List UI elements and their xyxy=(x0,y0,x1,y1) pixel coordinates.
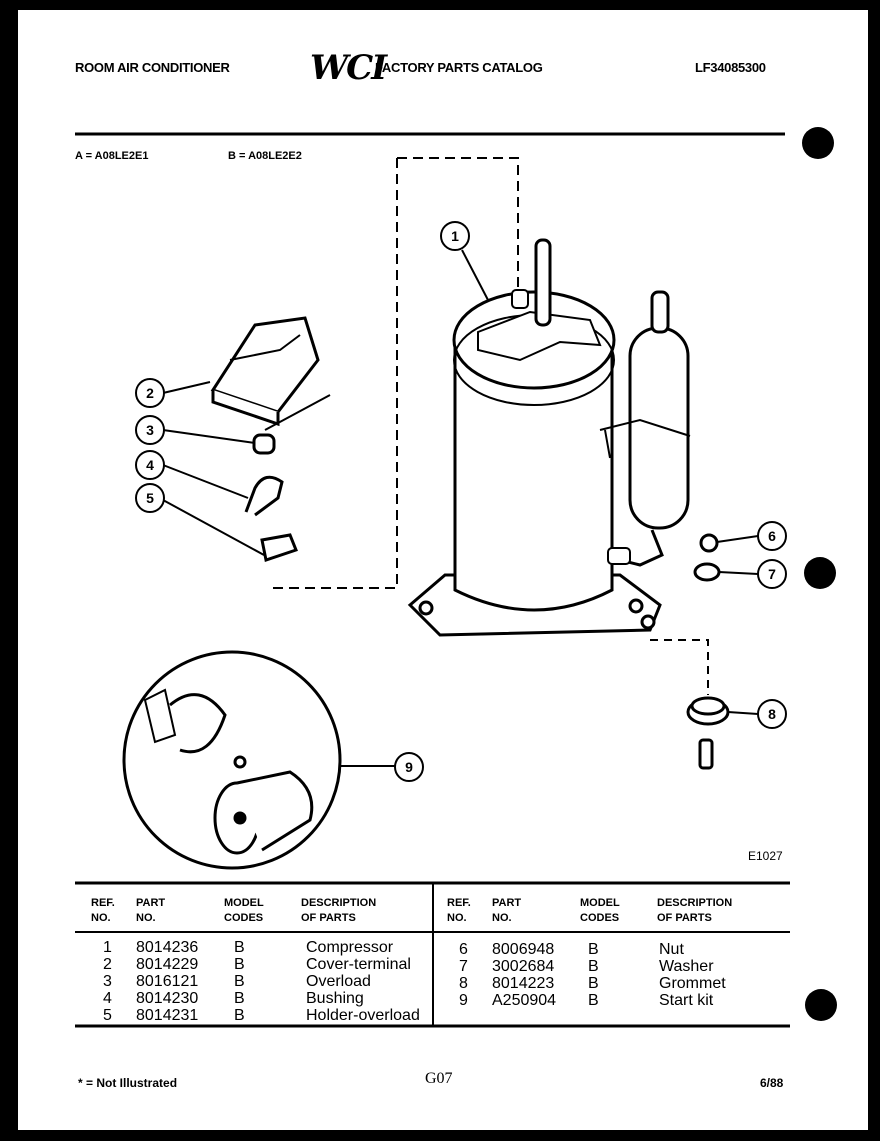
model-cell: B xyxy=(234,973,245,990)
header-model-right: MODEL CODES xyxy=(580,897,620,924)
ref-cell: 6 xyxy=(459,941,468,958)
nut-drawing xyxy=(699,533,719,553)
wci-logo: WCI xyxy=(310,48,387,88)
ref-cell: 1 xyxy=(103,939,112,956)
terminal-cover-drawing xyxy=(210,316,320,427)
callout-circles xyxy=(135,221,787,782)
desc-cell: Start kit xyxy=(659,992,714,1009)
holder-overload-drawing xyxy=(260,533,298,562)
ref-cell: 3 xyxy=(103,973,112,990)
header-part-left: PART NO. xyxy=(136,897,166,924)
part-cell: 8014229 xyxy=(136,956,199,973)
drawing-code: E1027 xyxy=(748,849,783,863)
callout-1: 1 xyxy=(451,228,459,244)
ref-cell: 5 xyxy=(103,1007,112,1024)
model-cell: B xyxy=(588,992,599,1009)
header-part-right: PART NO. xyxy=(492,897,522,924)
desc-cell: Bushing xyxy=(306,990,364,1007)
part-cell: 8006948 xyxy=(492,941,555,958)
desc-cell: Holder-overload xyxy=(306,1007,420,1024)
ref-cell: 4 xyxy=(103,990,112,1007)
desc-cell: Grommet xyxy=(659,975,726,992)
model-cell: B xyxy=(588,975,599,992)
header-desc-right: DESCRIPTION OF PARTS xyxy=(657,897,733,924)
overload-wire xyxy=(264,394,331,431)
header-catalog-number: LF34085300 xyxy=(695,60,766,75)
desc-cell: Overload xyxy=(306,973,371,990)
grommet-drawing xyxy=(686,696,730,770)
footer-note: * = Not Illustrated xyxy=(78,1076,178,1090)
callout-3: 3 xyxy=(146,422,154,438)
header-product-type: ROOM AIR CONDITIONER xyxy=(75,60,230,75)
part-cell: 8014231 xyxy=(136,1007,199,1024)
model-cell: B xyxy=(588,958,599,975)
punch-hole-top xyxy=(802,127,834,159)
ref-cell: 9 xyxy=(459,992,468,1009)
footer-page-code: G07 xyxy=(425,1070,453,1087)
header-desc-left: DESCRIPTION OF PARTS xyxy=(301,897,377,924)
ref-cell: 2 xyxy=(103,956,112,973)
leader-lines xyxy=(162,249,759,715)
grommet-dashed-line xyxy=(650,639,709,695)
desc-cell: Washer xyxy=(659,958,714,975)
desc-cell: Cover-terminal xyxy=(306,956,411,973)
model-a-label: A = A08LE2E1 xyxy=(75,150,149,162)
punch-hole-bottom xyxy=(805,989,837,1021)
overload-drawing xyxy=(252,433,276,455)
desc-cell: Nut xyxy=(659,941,684,958)
header-ref-right: REF. NO. xyxy=(447,897,471,924)
part-cell: 8014223 xyxy=(492,975,555,992)
washer-drawing xyxy=(693,562,721,582)
punch-hole-middle xyxy=(804,557,836,589)
catalog-page xyxy=(18,10,868,1130)
model-cell: B xyxy=(234,956,245,973)
part-cell: 8014230 xyxy=(136,990,199,1007)
callout-8: 8 xyxy=(768,706,776,722)
header-ref-left: REF. NO. xyxy=(91,897,115,924)
callout-9: 9 xyxy=(405,759,413,775)
model-cell: B xyxy=(234,990,245,1007)
part-cell: A250904 xyxy=(492,992,557,1009)
desc-cell: Compressor xyxy=(306,939,394,956)
callout-5: 5 xyxy=(146,490,154,506)
model-cell: B xyxy=(234,939,245,956)
assembly-dashed-line xyxy=(270,157,519,589)
start-kit-detail xyxy=(122,650,342,870)
part-cell: 8014236 xyxy=(136,939,199,956)
compressor-drawing xyxy=(407,238,691,637)
ref-cell: 7 xyxy=(459,958,468,975)
model-cell: B xyxy=(588,941,599,958)
model-cell: B xyxy=(234,1007,245,1024)
part-cell: 8016121 xyxy=(136,973,199,990)
callout-2: 2 xyxy=(146,385,154,401)
ref-cell: 8 xyxy=(459,975,468,992)
callout-7: 7 xyxy=(768,566,776,582)
callout-6: 6 xyxy=(768,528,776,544)
header-model-left: MODEL CODES xyxy=(224,897,264,924)
model-b-label: B = A08LE2E2 xyxy=(228,150,302,162)
bushing-drawing xyxy=(244,475,284,517)
footer-date: 6/88 xyxy=(760,1076,784,1090)
callout-4: 4 xyxy=(146,457,154,473)
header-catalog-title: FACTORY PARTS CATALOG xyxy=(375,60,543,75)
part-cell: 3002684 xyxy=(492,958,555,975)
